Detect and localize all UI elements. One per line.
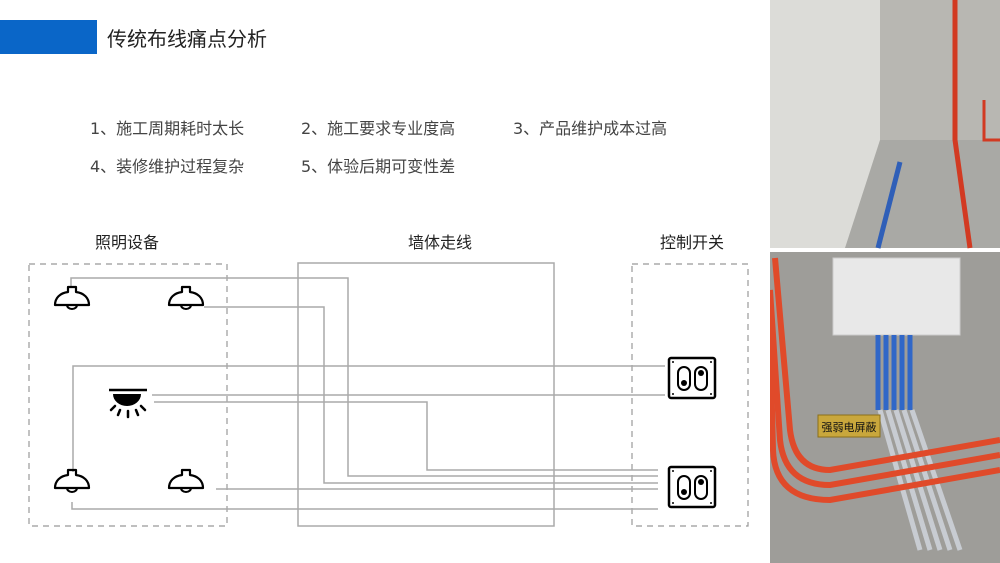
pain-point-4: 4、装修维护过程复杂 (90, 157, 245, 176)
pain-point-5: 5、体验后期可变性差 (301, 157, 456, 176)
photo-floor-conduits (770, 0, 1000, 249)
wire (154, 401, 658, 471)
wire (72, 365, 665, 472)
wires (70, 277, 665, 510)
pain-point-1: 1、施工周期耗时太长 (90, 119, 245, 138)
pendant-lamp-icon (53, 468, 91, 494)
pendant-lamp-icon (167, 468, 205, 494)
ceiling-light-icon (109, 388, 147, 419)
pendant-lamp-icon (167, 285, 205, 311)
switch-icon (667, 465, 717, 509)
section-label-lighting: 照明设备 (95, 233, 160, 252)
title-accent-bar (0, 20, 97, 54)
switch-zone (631, 263, 749, 527)
page-title: 传统布线痛点分析 (107, 27, 267, 51)
wire (71, 502, 658, 510)
pain-point-2: 2、施工要求专业度高 (301, 119, 456, 138)
pendant-lamp-icon (53, 285, 91, 311)
photo-distribution-box: 强弱电屏蔽 (770, 252, 1000, 563)
wiring-diagram (28, 262, 749, 527)
section-label-switches: 控制开关 (660, 233, 725, 252)
photo-sign-text: 强弱电屏蔽 (822, 421, 877, 434)
lighting-zone (28, 263, 228, 527)
pain-point-3: 3、产品维护成本过高 (513, 119, 668, 138)
wire (70, 277, 658, 477)
section-label-wall: 墙体走线 (408, 233, 473, 252)
wiring-photos: 强弱电屏蔽 (770, 0, 1000, 563)
switch-icon (667, 356, 717, 400)
